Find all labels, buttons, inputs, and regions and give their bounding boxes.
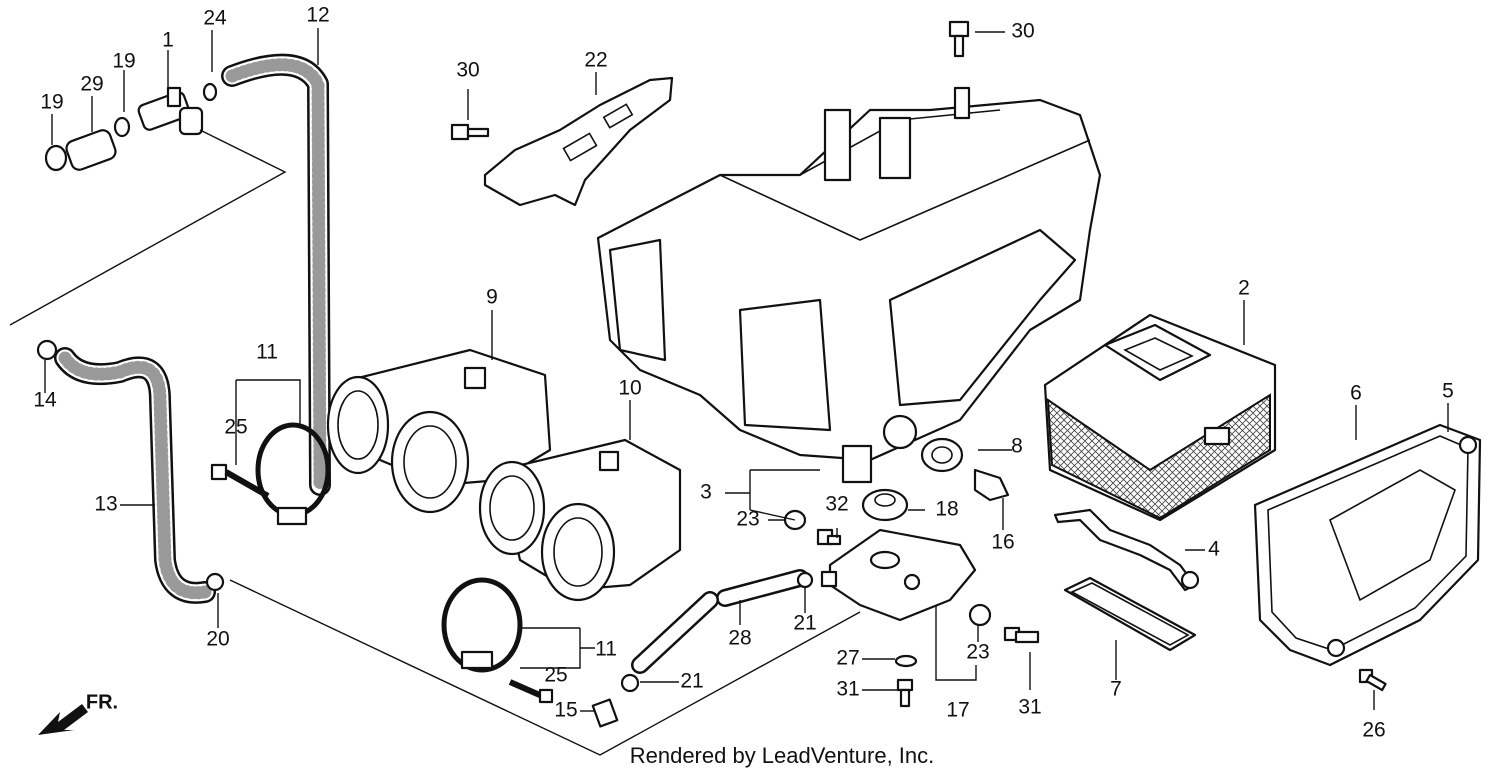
bolt-32 [816,528,842,546]
bolt-30-left [450,123,490,141]
callout-4: 4 [1208,538,1220,561]
connecting-tube-10 [478,438,682,602]
bolt-30-top [948,20,970,58]
callout-29: 29 [80,73,103,96]
callout-11-upper: 11 [256,341,278,364]
callout-10: 10 [618,377,641,400]
callout-25-lower: 25 [544,664,567,687]
callout-15: 15 [554,699,577,722]
callout-1: 1 [162,29,174,52]
joint-16 [973,468,1010,502]
callout-31-left: 31 [836,678,859,701]
callout-23-upper: 23 [736,508,759,531]
callout-6: 6 [1350,382,1362,405]
grommet-8 [920,437,964,473]
callout-2: 2 [1238,277,1250,300]
callout-17: 17 [946,699,969,722]
callout-27: 27 [836,647,859,670]
callout-7: 7 [1110,678,1122,701]
breather-hose-12 [221,53,331,496]
bolt-31-left [896,678,914,708]
cushion-18 [861,488,909,522]
callout-28: 28 [728,627,751,650]
leader-lines [44,28,1449,712]
callout-20: 20 [206,628,229,651]
callout-9: 9 [486,286,498,309]
collar-23-lower [968,603,992,627]
clip-21-upper [796,571,814,589]
callout-24: 24 [203,7,227,30]
callout-25-upper: 25 [224,416,247,439]
drain-reservoir-17 [820,528,977,622]
connecting-tube-9 [326,348,552,514]
breather-joint-assembly [9,82,287,326]
callout-5: 5 [1442,380,1454,403]
air-cleaner-cover-5 [1253,423,1482,667]
callout-30-top: 30 [1011,20,1034,43]
callout-31-right: 31 [1018,696,1041,719]
cover-7 [1063,576,1197,652]
clamp-band-11-lower [441,577,523,673]
callout-19-left: 19 [40,91,63,114]
callout-12: 12 [306,4,329,27]
screw-25-lower [508,679,554,704]
washer-27 [894,654,918,668]
callout-3: 3 [700,481,712,504]
callout-21-upper: 21 [793,612,816,635]
callout-numbers: 1 2 3 4 5 6 7 8 9 10 11 11 12 13 14 15 1… [33,4,1454,742]
drain-tube-28 [716,569,809,607]
air-cleaner-element-2 [1043,313,1277,522]
callout-21-lower: 21 [680,670,703,693]
callout-30-left: 30 [456,59,479,82]
bracket-22 [483,76,674,207]
callout-8: 8 [1011,435,1023,458]
air-cleaner-housing [596,86,1102,484]
clamp-band-11-upper [255,422,331,526]
drain-hose [631,591,719,674]
callout-22: 22 [584,49,607,72]
bolt-26 [1358,668,1387,692]
callout-19-right: 19 [112,50,135,73]
footer-credit: Rendered by LeadVenture, Inc. [630,743,935,768]
callout-23-lower: 23 [966,641,989,664]
callout-32: 32 [825,493,848,516]
callout-14: 14 [33,389,57,412]
bolt-31-right [1003,626,1040,644]
callout-18: 18 [935,498,958,521]
callout-26: 26 [1362,719,1385,742]
screw-25-upper [210,463,270,499]
front-direction-arrow: FR. [38,691,118,735]
breather-hose-13 [36,339,861,756]
callout-11-lower: 11 [595,638,617,661]
clip-21-lower [620,673,640,693]
callout-16: 16 [991,531,1014,554]
drain-plug-15 [591,698,619,728]
strap-4 [1053,508,1200,592]
front-direction-label: FR. [86,691,118,713]
callout-13: 13 [94,493,117,516]
